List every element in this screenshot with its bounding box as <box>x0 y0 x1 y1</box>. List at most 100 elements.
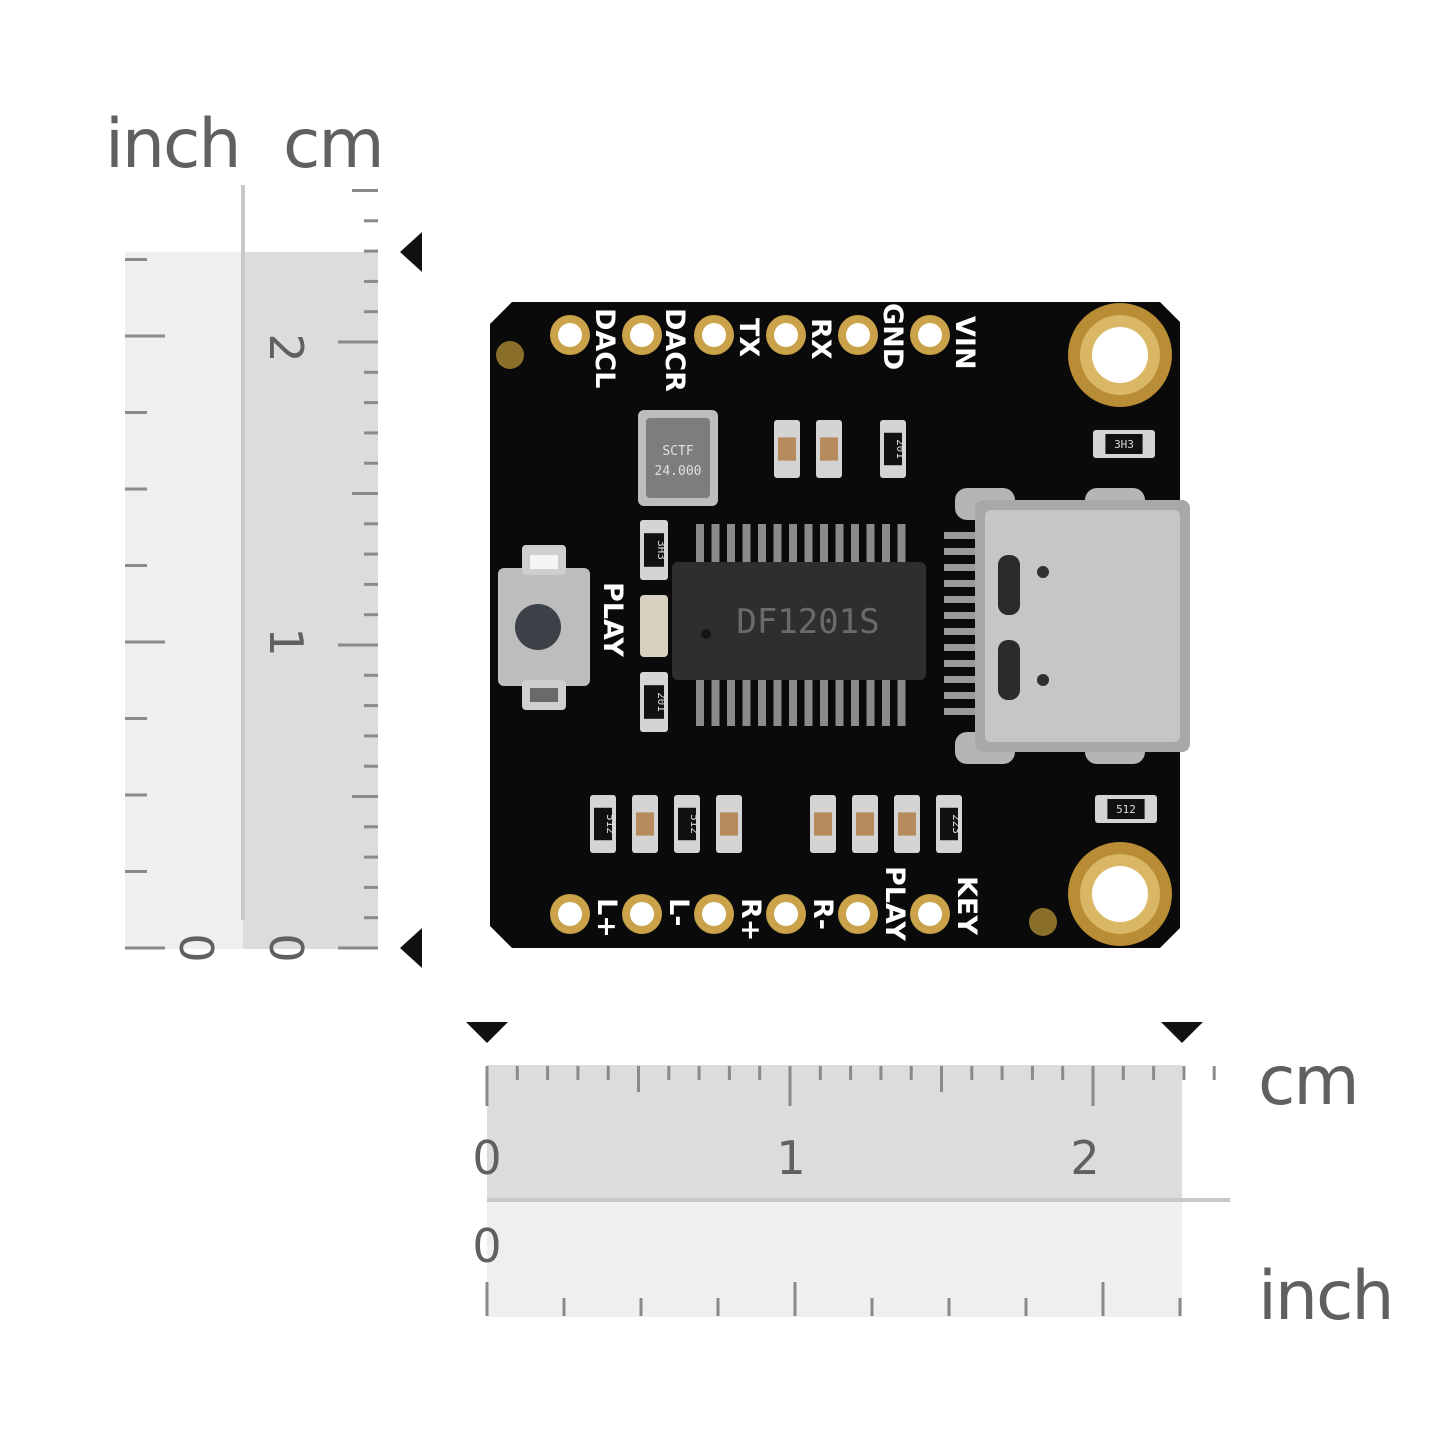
chip-label: DF1201S <box>736 602 879 642</box>
horizontal-cm-1: 1 <box>776 1131 805 1185</box>
pin-label-play: PLAY <box>879 866 910 941</box>
mounting-hole-bottom-right <box>1068 842 1172 946</box>
chip-pin <box>866 524 875 564</box>
smd-code: 3H3 <box>1114 438 1134 451</box>
usb-pin <box>944 644 978 651</box>
smd-code: 512 <box>1116 803 1136 816</box>
vertical-marker-top <box>400 232 422 272</box>
horizontal-marker-left <box>466 1022 508 1043</box>
usb-pin <box>944 532 978 539</box>
usb-pin <box>944 596 978 603</box>
smd-component <box>816 420 842 478</box>
crystal-oscillator: SCTF 24.000 <box>638 410 718 506</box>
chip-pin <box>773 678 782 726</box>
smd-cap-body <box>898 812 916 836</box>
chip-pin <box>897 678 906 726</box>
header-hole-bottom <box>846 902 870 926</box>
main-chip: DF1201S <box>672 524 926 726</box>
chip-pin <box>882 678 890 726</box>
smd-component <box>774 420 800 478</box>
header-hole-bottom <box>702 902 726 926</box>
pin-label-dacl: DACL <box>589 308 620 388</box>
header-hole-top <box>558 323 582 347</box>
vertical-inch-band <box>125 252 243 949</box>
header-hole-top <box>774 323 798 347</box>
smd-cap-body <box>820 437 838 461</box>
crystal-label-1: SCTF <box>662 444 693 459</box>
chip-pin <box>835 678 844 726</box>
pcb-board: DACL DACR TX RX GND VIN L+ L- R+ R- PLAY… <box>490 302 1190 948</box>
header-hole-top <box>846 323 870 347</box>
chip-pin <box>773 524 782 564</box>
smd-component <box>716 795 742 853</box>
vertical-cm-2: 2 <box>259 333 313 362</box>
usb-pin <box>944 564 978 571</box>
mounting-hole-top-right <box>1068 303 1172 407</box>
pin-label-tx: TX <box>733 318 764 357</box>
vertical-cm-band <box>243 252 378 949</box>
horizontal-marker-right <box>1161 1022 1203 1043</box>
chip-pin <box>789 524 797 564</box>
smd-component: 3H3 <box>1093 430 1155 458</box>
smd-component: 223 <box>936 795 963 853</box>
horizontal-ruler: 0 1 2 0 <box>466 1022 1230 1317</box>
smd-res-body <box>940 807 958 841</box>
smd-component: 201 <box>880 420 907 478</box>
smd-res-body <box>594 807 612 841</box>
pin-label-gnd: GND <box>877 303 908 370</box>
usb-pin <box>944 548 978 555</box>
chip-pin <box>742 678 751 726</box>
header-hole-top <box>702 323 726 347</box>
chip-pin <box>696 524 704 564</box>
smd-component: 512 <box>1095 795 1157 823</box>
usb-c-connector <box>944 488 1190 764</box>
cm-label-bottom: cm <box>1258 1042 1360 1121</box>
vertical-ruler: 0 1 2 0 <box>125 185 422 968</box>
smd-res-body <box>644 533 664 567</box>
horizontal-cm-2: 2 <box>1070 1131 1099 1185</box>
smd-cap-body <box>720 812 738 836</box>
horizontal-inch-band <box>487 1200 1182 1317</box>
smd-code: 512 <box>604 814 617 834</box>
chip-pin <box>758 678 766 726</box>
header-hole-bottom <box>918 902 942 926</box>
smd-component <box>852 795 878 853</box>
chip-pin <box>820 524 828 564</box>
smd-component <box>632 795 658 853</box>
horizontal-cm-band <box>487 1065 1182 1200</box>
header-hole-bottom <box>558 902 582 926</box>
play-push-button <box>498 545 590 710</box>
smd-component: 3H3 <box>640 520 668 580</box>
pin-label-l-plus: L+ <box>591 898 622 938</box>
header-hole-bottom <box>630 902 654 926</box>
smd-component: 201 <box>640 672 668 732</box>
chip-pin <box>866 678 875 726</box>
smd-res-body <box>884 432 902 466</box>
vertical-cm-1: 1 <box>259 627 313 656</box>
vertical-cm-0: 0 <box>259 933 313 962</box>
chip-pin <box>789 678 797 726</box>
chip-pin <box>727 678 735 726</box>
smd-cap-body <box>778 437 796 461</box>
horizontal-cm-0: 0 <box>472 1131 501 1185</box>
status-led <box>640 595 668 657</box>
chip-pin <box>882 524 890 564</box>
vertical-marker-bottom <box>400 928 422 968</box>
chip-pin <box>897 524 906 564</box>
pin-label-dacr: DACR <box>659 308 690 392</box>
chip-pin <box>835 524 844 564</box>
fiducial-top-left <box>496 341 524 369</box>
chip-pin <box>851 524 859 564</box>
cm-label-top: cm <box>283 105 385 184</box>
smd-code: 201 <box>894 439 907 459</box>
smd-res-body <box>1107 799 1145 819</box>
smd-res-body <box>678 807 696 841</box>
smd-cap-body <box>814 812 832 836</box>
usb-pin <box>944 692 978 699</box>
pin-label-vin: VIN <box>949 316 980 370</box>
usb-pin <box>944 628 978 635</box>
button-label-play: PLAY <box>597 582 628 657</box>
horizontal-inch-0: 0 <box>472 1219 501 1273</box>
chip-pin <box>727 524 735 564</box>
